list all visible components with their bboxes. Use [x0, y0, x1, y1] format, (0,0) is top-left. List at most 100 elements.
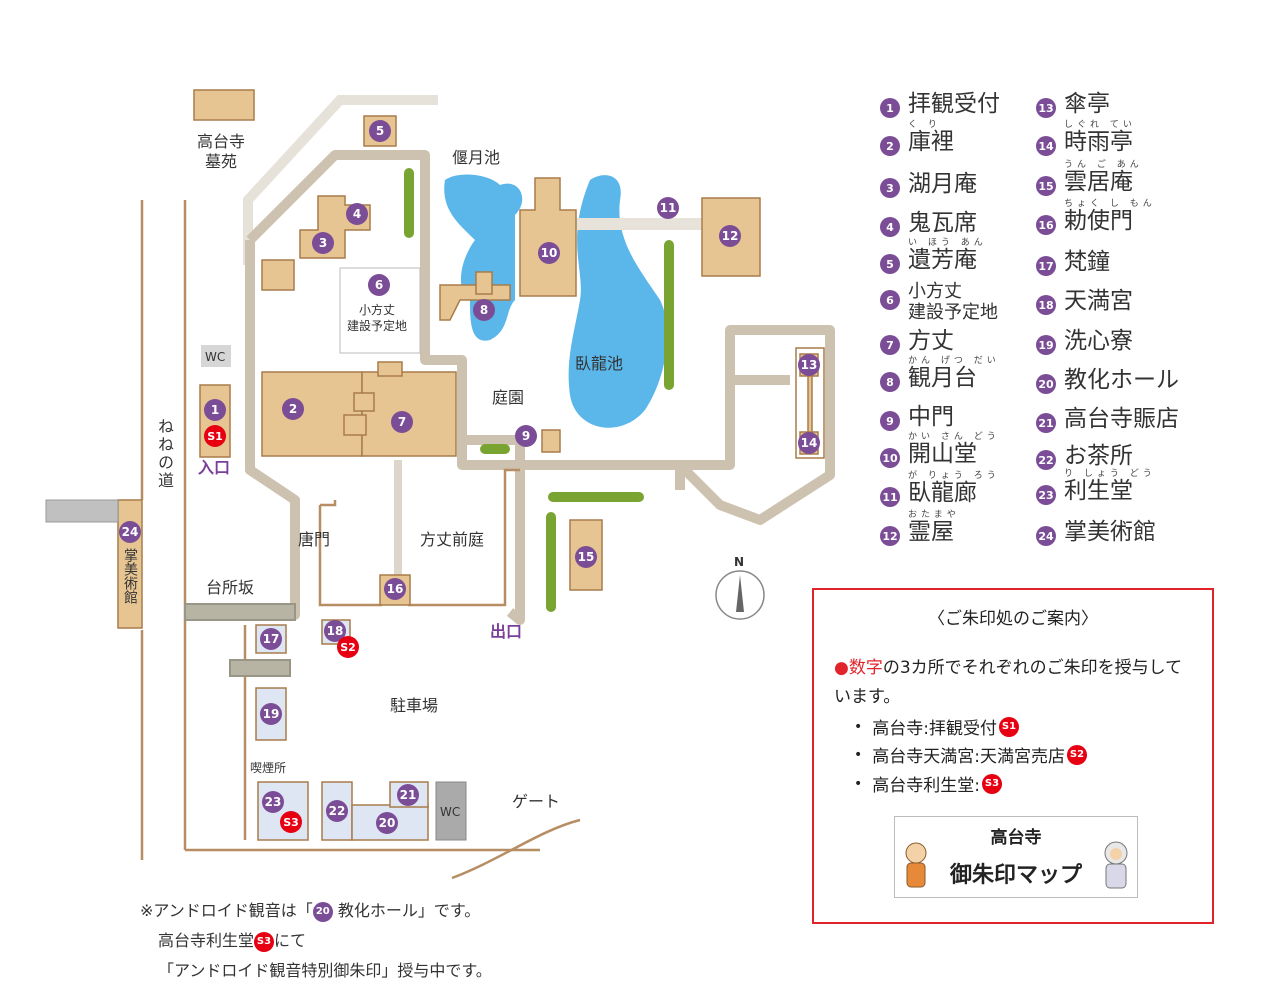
legend-num: 15 — [1036, 176, 1056, 196]
map-badge-13[interactable]: 13 — [798, 354, 820, 376]
legend-text-wrap: い ほう あん遺芳庵 — [908, 238, 987, 273]
legend-num: 8 — [880, 372, 900, 392]
legend-item-19: 19 洗心寮 — [1036, 328, 1133, 355]
label-nene-road: ねねの道 — [155, 418, 174, 490]
map-badge-12[interactable]: 12 — [719, 225, 741, 247]
legend-text: 臥龍廊 — [908, 480, 977, 506]
legend-num: 10 — [880, 448, 900, 468]
stamp-item-text: 高台寺天満宮:天満宮売店 — [872, 747, 1065, 767]
legend-text: 勅使門 — [1064, 208, 1133, 234]
stamp-item-text: 高台寺:拝観受付 — [872, 719, 997, 739]
legend-text-wrap: が りょう ろう臥龍廊 — [908, 471, 1000, 506]
legend-text: 傘亭 — [1064, 91, 1110, 117]
map-badge-24[interactable]: 24 — [119, 521, 141, 543]
map-badge-7[interactable]: 7 — [391, 411, 413, 433]
legend-item-18: 18 天満宮 — [1036, 288, 1133, 315]
stamp-item-text: 高台寺利生堂: — [872, 776, 980, 796]
legend-item-2: 2 く り庫裡 — [880, 120, 954, 156]
map-badge-6[interactable]: 6 — [368, 274, 390, 296]
label-north: N — [734, 555, 745, 569]
map-badge-4[interactable]: 4 — [346, 203, 368, 225]
legend-ruby: が りょう ろう — [908, 471, 1000, 481]
legend-num: 21 — [1036, 413, 1056, 433]
legend-text: 霊屋 — [908, 519, 954, 545]
legend-text-wrap: かん げつ だい観月台 — [908, 356, 1000, 391]
label-cemetery: 高台寺 墓苑 — [197, 132, 246, 171]
legend-text-wrap: しぐれ てい時雨亭 — [1064, 120, 1136, 155]
map-badge-18[interactable]: 18 — [324, 620, 346, 642]
map-badge-14[interactable]: 14 — [798, 432, 820, 454]
boundaries — [140, 200, 581, 880]
legend-item-14: 14 しぐれ てい時雨亭 — [1036, 120, 1136, 156]
legend-item-3: 3 湖月庵 — [880, 171, 977, 198]
label-entrance: 入口 — [198, 458, 231, 477]
hedges — [404, 168, 674, 612]
stamp-info-intro: ●数字の3カ所でそれぞれのご朱印を授与しています。 — [834, 654, 1194, 712]
legend-text-wrap: く り庫裡 — [908, 120, 954, 155]
legend-text: 小方丈 建設予定地 — [908, 281, 998, 323]
label-gate: ゲート — [512, 792, 561, 811]
legend-ruby: おたまや — [908, 510, 960, 520]
legend-text: 利生堂 — [1064, 478, 1133, 504]
map-badge-2[interactable]: 2 — [282, 398, 304, 420]
museum-road — [45, 499, 119, 523]
map-badge-23[interactable]: 23 — [262, 791, 284, 813]
legend-ruby: く り — [908, 120, 941, 130]
legend-num: 13 — [1036, 98, 1056, 118]
legend-text: 湖月庵 — [908, 171, 977, 197]
stamp-item-badge: S1 — [999, 716, 1019, 737]
note-line-1: ※アンドロイド観音は「20 教化ホール」です。 — [140, 896, 492, 926]
map-badge-9[interactable]: 9 — [515, 425, 537, 447]
legend-text: 庫裡 — [908, 129, 954, 155]
map-badge-10[interactable]: 10 — [538, 242, 560, 264]
stamp-badge-s3[interactable]: S3 — [280, 811, 302, 833]
north-arrow — [715, 570, 765, 620]
legend-text: 開山堂 — [908, 441, 977, 467]
legend-num: 17 — [1036, 256, 1056, 276]
legend-num: 4 — [880, 217, 900, 237]
map-badge-21[interactable]: 21 — [397, 784, 419, 806]
map-badge-1[interactable]: 1 — [204, 399, 226, 421]
legend-text: 洗心寮 — [1064, 328, 1133, 354]
stamp-badge-s1[interactable]: S1 — [204, 425, 226, 447]
stairs — [184, 603, 296, 677]
label-karamon: 唐門 — [298, 530, 331, 549]
legend-text: 天満宮 — [1064, 288, 1133, 314]
legend-num: 12 — [880, 526, 900, 546]
map-badge-3[interactable]: 3 — [312, 232, 334, 254]
legend-num: 16 — [1036, 215, 1056, 235]
goshuin-map-card[interactable]: 高台寺 御朱印マップ — [894, 816, 1138, 898]
monk-figure-icon — [905, 842, 927, 888]
pond-garyu — [568, 175, 668, 428]
map-badge-5[interactable]: 5 — [369, 120, 391, 142]
map-badge-11[interactable]: 11 — [657, 197, 679, 219]
legend-num: 9 — [880, 411, 900, 431]
map-badge-17[interactable]: 17 — [260, 628, 282, 650]
map-badge-16[interactable]: 16 — [384, 578, 406, 600]
legend-text: 時雨亭 — [1064, 129, 1133, 155]
legend-num: 23 — [1036, 485, 1056, 505]
note-text: 教化ホール」です。 — [332, 901, 481, 920]
map-badge-19[interactable]: 19 — [260, 703, 282, 725]
stamp-badge-s2[interactable]: S2 — [337, 636, 359, 658]
legend-num: 2 — [880, 136, 900, 156]
legend-ruby: い ほう あん — [908, 238, 987, 248]
legend-item-12: 12 おたまや霊屋 — [880, 510, 960, 546]
note-stamp-s3: S3 — [254, 931, 275, 952]
legend-num: 6 — [880, 290, 900, 310]
legend-text-wrap: うん ご あん雲居庵 — [1064, 160, 1143, 195]
map-badge-20[interactable]: 20 — [376, 812, 398, 834]
map-badge-22[interactable]: 22 — [326, 800, 348, 822]
legend-text: 鬼瓦席 — [908, 210, 977, 236]
legend-num: 11 — [880, 487, 900, 507]
legend-ruby: しぐれ てい — [1064, 120, 1136, 130]
wc-block-1 — [201, 345, 231, 367]
stamp-item-badge: S2 — [1067, 744, 1087, 765]
legend-item-13: 13 傘亭 — [1036, 91, 1110, 118]
legend-ruby: り しょう どう — [1064, 469, 1156, 479]
map-badge-8[interactable]: 8 — [473, 299, 495, 321]
map-badge-15[interactable]: 15 — [575, 546, 597, 568]
legend-num: 3 — [880, 178, 900, 198]
label-hojo-front: 方丈前庭 — [420, 530, 485, 549]
legend-num: 1 — [880, 98, 900, 118]
